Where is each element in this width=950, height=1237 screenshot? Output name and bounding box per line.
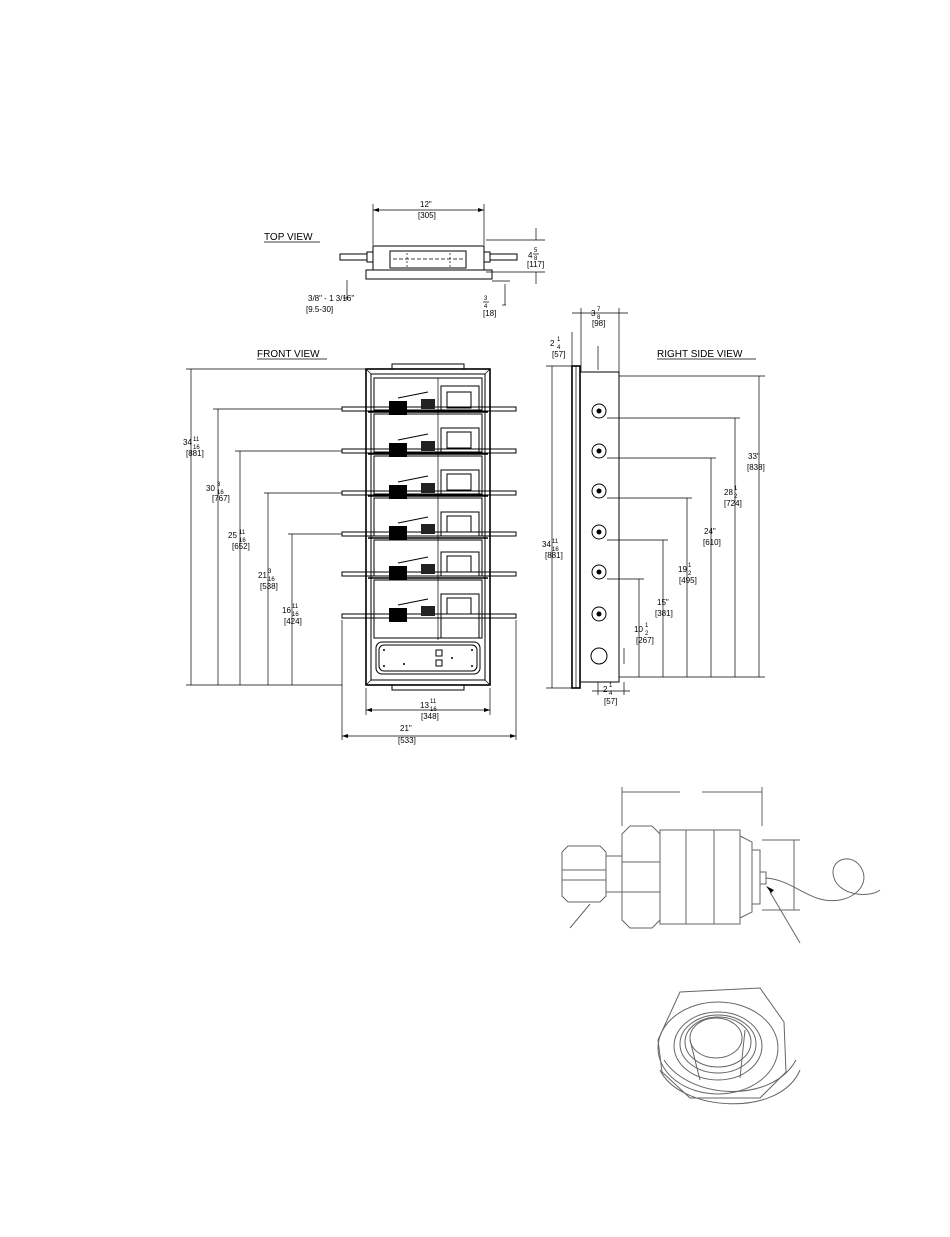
svg-text:[838]: [838]	[747, 463, 765, 472]
svg-text:[381]: [381]	[655, 609, 673, 618]
svg-text:2: 2	[645, 631, 649, 637]
svg-text:11: 11	[430, 699, 437, 705]
svg-text:16: 16	[430, 707, 437, 713]
side-ports	[590, 403, 608, 665]
top-view: TOP VIEW 12" [305] 4 5 8 [117]	[264, 200, 545, 318]
svg-text:11: 11	[552, 539, 559, 545]
bottom-control-panel	[375, 641, 481, 675]
svg-text:10: 10	[634, 625, 643, 634]
svg-text:[724]: [724]	[724, 499, 742, 508]
svg-text:11: 11	[193, 437, 200, 443]
svg-text:30: 30	[206, 484, 215, 493]
zone-boxes	[368, 377, 488, 640]
svg-text:[424]: [424]	[284, 617, 302, 626]
front-height-dims	[186, 368, 366, 686]
svg-text:[98]: [98]	[592, 319, 605, 328]
svg-text:[267]: [267]	[636, 636, 654, 645]
front-width-dims	[341, 620, 517, 740]
svg-text:3: 3	[591, 309, 596, 318]
sensor-fitting-illustration	[561, 787, 881, 944]
svg-text:16: 16	[552, 547, 559, 553]
svg-text:8: 8	[534, 256, 538, 262]
svg-text:34: 34	[542, 540, 551, 549]
svg-text:[610]: [610]	[703, 538, 721, 547]
top-mount-mm: [9.5-30]	[306, 305, 333, 314]
svg-text:16: 16	[282, 606, 291, 615]
svg-text:28: 28	[724, 488, 733, 497]
top-mount-range: 3/8" - 1 3/16"	[308, 294, 354, 303]
svg-text:3: 3	[217, 482, 221, 488]
svg-text:15": 15"	[657, 598, 669, 607]
svg-text:3: 3	[268, 569, 272, 575]
svg-text:[57]: [57]	[552, 350, 565, 359]
svg-text:11: 11	[239, 530, 246, 536]
svg-text:[881]: [881]	[186, 449, 204, 458]
top-view-title: TOP VIEW	[264, 232, 313, 243]
front-view-title: FRONT VIEW	[257, 349, 320, 360]
right-side-view: RIGHT SIDE VIEW 3 7 8 [98] 2 1 4 [57]	[542, 307, 765, 706]
top-depth-whole: 4	[528, 251, 533, 260]
svg-text:11: 11	[292, 604, 299, 610]
svg-text:[533]: [533]	[398, 736, 416, 745]
adapter-fitting-illustration	[657, 987, 801, 1105]
svg-text:7: 7	[597, 307, 601, 313]
svg-text:4: 4	[557, 345, 561, 351]
svg-text:3: 3	[484, 296, 488, 302]
svg-text:13: 13	[420, 701, 429, 710]
svg-text:[881]: [881]	[545, 551, 563, 560]
svg-text:[652]: [652]	[232, 542, 250, 551]
svg-text:16: 16	[239, 538, 246, 544]
svg-text:8: 8	[597, 315, 601, 321]
svg-text:[348]: [348]	[421, 712, 439, 721]
svg-text:16: 16	[292, 612, 299, 618]
svg-text:24": 24"	[704, 527, 716, 536]
top-flange-mm: [18]	[483, 309, 496, 318]
svg-text:16: 16	[217, 490, 224, 496]
svg-text:1: 1	[557, 337, 561, 343]
svg-text:21: 21	[258, 571, 267, 580]
svg-text:21": 21"	[400, 724, 412, 733]
svg-text:[495]: [495]	[679, 576, 697, 585]
top-depth-mm: [117]	[527, 260, 544, 269]
top-width-in: 12"	[420, 200, 432, 209]
svg-text:[767]: [767]	[212, 494, 230, 503]
side-view-title: RIGHT SIDE VIEW	[657, 349, 743, 360]
svg-text:4: 4	[609, 691, 613, 697]
valve-assemblies	[389, 391, 435, 622]
top-width-mm: [305]	[418, 211, 436, 220]
svg-text:1: 1	[645, 623, 649, 629]
svg-text:2: 2	[603, 685, 608, 694]
svg-text:4: 4	[484, 304, 488, 310]
svg-text:2: 2	[688, 571, 692, 577]
svg-text:1: 1	[609, 683, 613, 689]
svg-text:5: 5	[534, 248, 538, 254]
svg-text:16: 16	[193, 445, 200, 451]
svg-text:1: 1	[688, 563, 692, 569]
svg-text:19: 19	[678, 565, 687, 574]
svg-text:1: 1	[734, 486, 738, 492]
gauge-panels	[440, 385, 480, 639]
svg-text:16: 16	[268, 577, 275, 583]
svg-text:[538]: [538]	[260, 582, 278, 591]
side-height-dims	[607, 375, 765, 678]
svg-text:25: 25	[228, 531, 237, 540]
svg-text:34: 34	[183, 438, 192, 447]
svg-text:33": 33"	[748, 452, 760, 461]
svg-text:2: 2	[550, 339, 555, 348]
svg-text:[57]: [57]	[604, 697, 617, 706]
svg-text:2: 2	[734, 494, 738, 500]
front-view: FRONT VIEW	[183, 349, 517, 745]
